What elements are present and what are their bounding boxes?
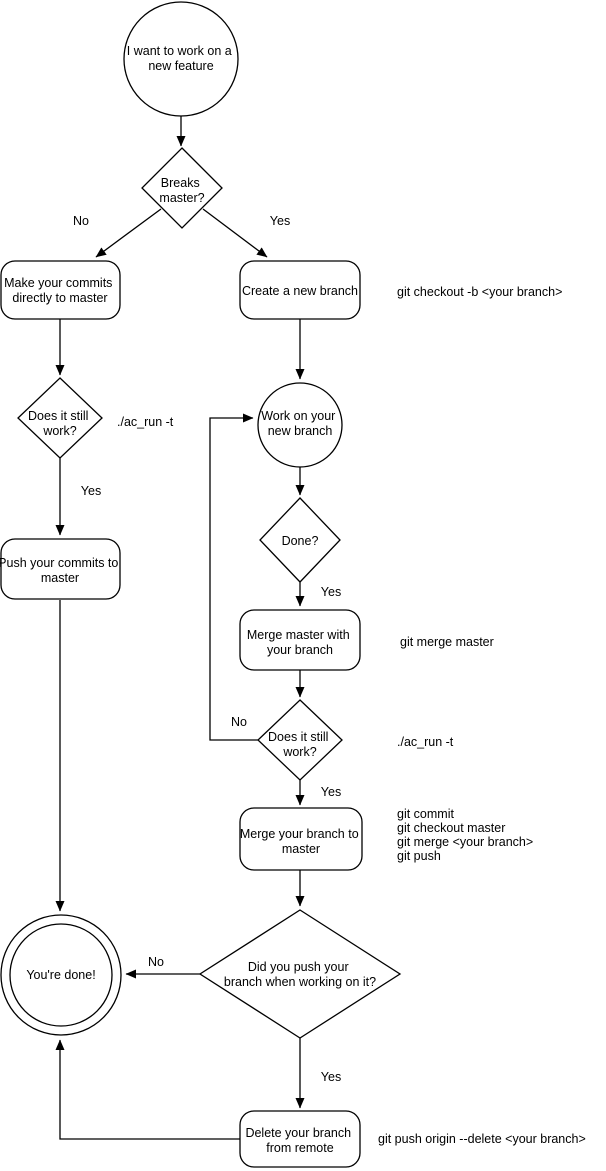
did-push-decision: Did you push your branch when working on… bbox=[198, 909, 402, 1039]
push-commits-node: Push your commits to master bbox=[0, 538, 122, 600]
edge-label-still-work-right-yes: Yes bbox=[321, 785, 341, 799]
merge-branch-label: Merge your branch to master bbox=[240, 827, 362, 856]
edge-delete-branch-to-done bbox=[55, 1039, 240, 1140]
breaks-master-diamond-shape bbox=[141, 147, 223, 229]
merge-master-rect-shape bbox=[239, 609, 361, 671]
done-decision: Done? bbox=[259, 497, 341, 583]
start-circle-shape bbox=[123, 1, 239, 117]
edge-breaks-master-no bbox=[95, 208, 162, 258]
edges bbox=[55, 116, 305, 1140]
annotation-still-work-left-cmd: ./ac_run -t bbox=[117, 415, 174, 429]
edge-label-done-yes: Yes bbox=[321, 585, 341, 599]
annotation-create-branch-cmd: git checkout -b <your branch> bbox=[397, 285, 562, 299]
work-branch-circle-shape bbox=[257, 382, 343, 468]
did-push-label: Did you push your branch when working on… bbox=[224, 960, 376, 989]
edge-label-did-push-no: No bbox=[148, 955, 164, 969]
make-commits-label: Make your commits directly to master bbox=[4, 276, 116, 305]
make-commits-rect-shape bbox=[0, 260, 121, 320]
annotation-delete-branch-cmd: git push origin --delete <your branch> bbox=[378, 1132, 586, 1146]
annotation-merge-branch-cmds: git commit git checkout master git merge… bbox=[397, 807, 537, 863]
still-work-right-diamond-shape bbox=[257, 699, 343, 781]
edge-label-breaks-master-yes: Yes bbox=[270, 214, 290, 228]
work-branch-label: Work on your new branch bbox=[261, 409, 339, 438]
create-branch-node: Create a new branch bbox=[239, 260, 361, 320]
create-branch-rect-shape bbox=[239, 260, 361, 320]
did-push-diamond-shape bbox=[198, 909, 402, 1039]
edge-still-work-no-loop bbox=[209, 413, 258, 741]
edge-label-did-push-yes: Yes bbox=[321, 1070, 341, 1084]
edge-label-still-work-right-no: No bbox=[231, 715, 247, 729]
breaks-master-label: Breaks master? bbox=[159, 176, 204, 205]
work-branch-node: Work on your new branch bbox=[257, 382, 343, 468]
command-annotations: git checkout -b <your branch> ./ac_run -… bbox=[117, 285, 586, 1146]
merge-master-label: Merge master with your branch bbox=[247, 628, 353, 657]
create-branch-label: Create a new branch bbox=[242, 284, 358, 298]
done-diamond-shape bbox=[259, 497, 341, 583]
merge-branch-rect-shape bbox=[239, 807, 363, 871]
annotation-still-work-right-cmd: ./ac_run -t bbox=[397, 735, 454, 749]
done-label: Done? bbox=[282, 534, 319, 548]
still-work-left-label: Does it still work? bbox=[28, 409, 92, 438]
youre-done-node: You're done! bbox=[0, 914, 122, 1036]
youre-done-label: You're done! bbox=[26, 968, 95, 982]
edge-label-breaks-master-no: No bbox=[73, 214, 89, 228]
still-work-right-label: Does it still work? bbox=[268, 730, 332, 759]
annotation-merge-master-cmd: git merge master bbox=[400, 635, 494, 649]
push-commits-rect-shape bbox=[0, 538, 121, 600]
edge-label-still-work-left-yes: Yes bbox=[81, 484, 101, 498]
make-commits-node: Make your commits directly to master bbox=[0, 260, 121, 320]
youre-done-inner-circle-shape bbox=[9, 923, 113, 1027]
merge-master-node: Merge master with your branch bbox=[239, 609, 361, 671]
start-node: I want to work on a new feature bbox=[123, 1, 239, 117]
breaks-master-decision: Breaks master? bbox=[141, 147, 223, 229]
still-work-left-decision: Does it still work? bbox=[17, 377, 103, 459]
start-label: I want to work on a new feature bbox=[127, 44, 235, 73]
delete-branch-label: Delete your branch from remote bbox=[245, 1126, 354, 1155]
edge-labels: No Yes Yes Yes No Yes No Yes bbox=[73, 214, 341, 1084]
delete-branch-rect-shape bbox=[239, 1110, 361, 1168]
still-work-right-decision: Does it still work? bbox=[257, 699, 343, 781]
merge-branch-node: Merge your branch to master bbox=[239, 807, 363, 871]
push-commits-label: Push your commits to master bbox=[0, 556, 122, 585]
delete-branch-node: Delete your branch from remote bbox=[239, 1110, 361, 1168]
still-work-left-diamond-shape bbox=[17, 377, 103, 459]
edge-breaks-master-yes bbox=[202, 208, 268, 258]
